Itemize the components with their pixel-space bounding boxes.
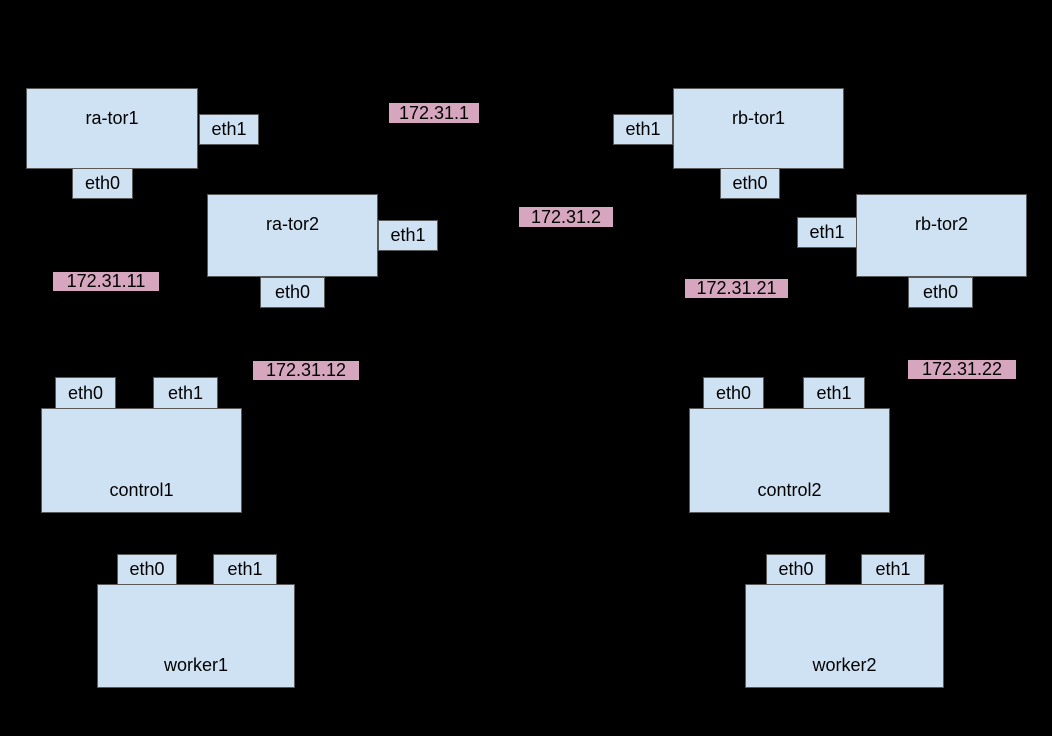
port-rb-tor2-eth1: eth1 bbox=[797, 217, 857, 248]
port-label: eth1 bbox=[390, 225, 426, 245]
node-label: ra-tor1 bbox=[85, 108, 139, 128]
node-label: rb-tor2 bbox=[914, 214, 968, 234]
node-control1: control1 bbox=[41, 408, 242, 513]
port-worker1-eth0: eth0 bbox=[117, 554, 177, 585]
port-control1-eth1: eth1 bbox=[153, 377, 218, 409]
ip-label-text: 172.31.21 bbox=[696, 278, 777, 298]
port-worker1-eth1: eth1 bbox=[213, 554, 277, 585]
node-label: control1 bbox=[109, 480, 174, 500]
node-label: ra-tor2 bbox=[265, 214, 319, 234]
port-rb-tor1-eth0: eth0 bbox=[720, 168, 780, 199]
port-label: eth0 bbox=[67, 382, 104, 403]
port-worker2-eth1: eth1 bbox=[861, 554, 925, 585]
node-ra-tor2: ra-tor2 bbox=[207, 194, 378, 277]
port-ra-tor2-eth1: eth1 bbox=[378, 220, 438, 251]
port-rb-tor2-eth0: eth0 bbox=[908, 277, 973, 308]
node-worker1: worker1 bbox=[97, 584, 295, 688]
port-label: eth0 bbox=[84, 173, 121, 193]
node-label: control2 bbox=[757, 480, 822, 500]
ip-label-172-31-2: 172.31.2 bbox=[519, 207, 613, 227]
port-rb-tor1-eth1: eth1 bbox=[613, 114, 673, 145]
port-label: eth1 bbox=[227, 559, 263, 579]
ip-label-172-31-11: 172.31.11 bbox=[53, 272, 159, 291]
port-label: eth0 bbox=[274, 282, 311, 302]
port-control1-eth0: eth0 bbox=[55, 377, 116, 409]
port-label: eth1 bbox=[167, 382, 204, 403]
port-ra-tor1-eth0: eth0 bbox=[72, 168, 133, 199]
node-label: worker1 bbox=[163, 655, 229, 675]
ip-label-text: 172.31.11 bbox=[66, 271, 146, 291]
port-label: eth0 bbox=[732, 173, 768, 193]
node-worker2: worker2 bbox=[745, 584, 944, 688]
ip-label-172-31-22: 172.31.22 bbox=[908, 360, 1016, 379]
ip-label-172-31-21: 172.31.21 bbox=[685, 279, 788, 298]
node-ra-tor1: ra-tor1 bbox=[26, 88, 198, 169]
ip-label-172-31-12: 172.31.12 bbox=[253, 361, 359, 380]
port-label: eth1 bbox=[211, 119, 247, 139]
port-control2-eth0: eth0 bbox=[703, 377, 764, 409]
port-worker2-eth0: eth0 bbox=[766, 554, 826, 585]
port-label: eth1 bbox=[809, 222, 845, 242]
port-label: eth1 bbox=[816, 382, 852, 403]
port-label: eth1 bbox=[875, 559, 911, 579]
node-rb-tor1: rb-tor1 bbox=[673, 88, 844, 169]
port-label: eth0 bbox=[922, 282, 959, 302]
port-label: eth0 bbox=[715, 382, 752, 403]
port-label: eth0 bbox=[778, 559, 814, 579]
ip-label-text: 172.31.2 bbox=[530, 206, 602, 227]
node-label: rb-tor1 bbox=[731, 108, 785, 128]
ip-label-text: 172.31.12 bbox=[265, 360, 347, 380]
port-label: eth0 bbox=[129, 559, 165, 579]
port-label: eth1 bbox=[625, 119, 661, 139]
node-control2: control2 bbox=[689, 408, 890, 513]
ip-label-text: 172.31.22 bbox=[921, 359, 1003, 379]
node-rb-tor2: rb-tor2 bbox=[856, 194, 1027, 277]
port-ra-tor1-eth1: eth1 bbox=[199, 114, 259, 145]
node-label: worker2 bbox=[812, 655, 877, 675]
ip-label-text: 172.31.1 bbox=[398, 102, 470, 123]
ip-label-172-31-1: 172.31.1 bbox=[389, 103, 479, 123]
port-ra-tor2-eth0: eth0 bbox=[260, 277, 325, 308]
port-control2-eth1: eth1 bbox=[803, 377, 865, 409]
